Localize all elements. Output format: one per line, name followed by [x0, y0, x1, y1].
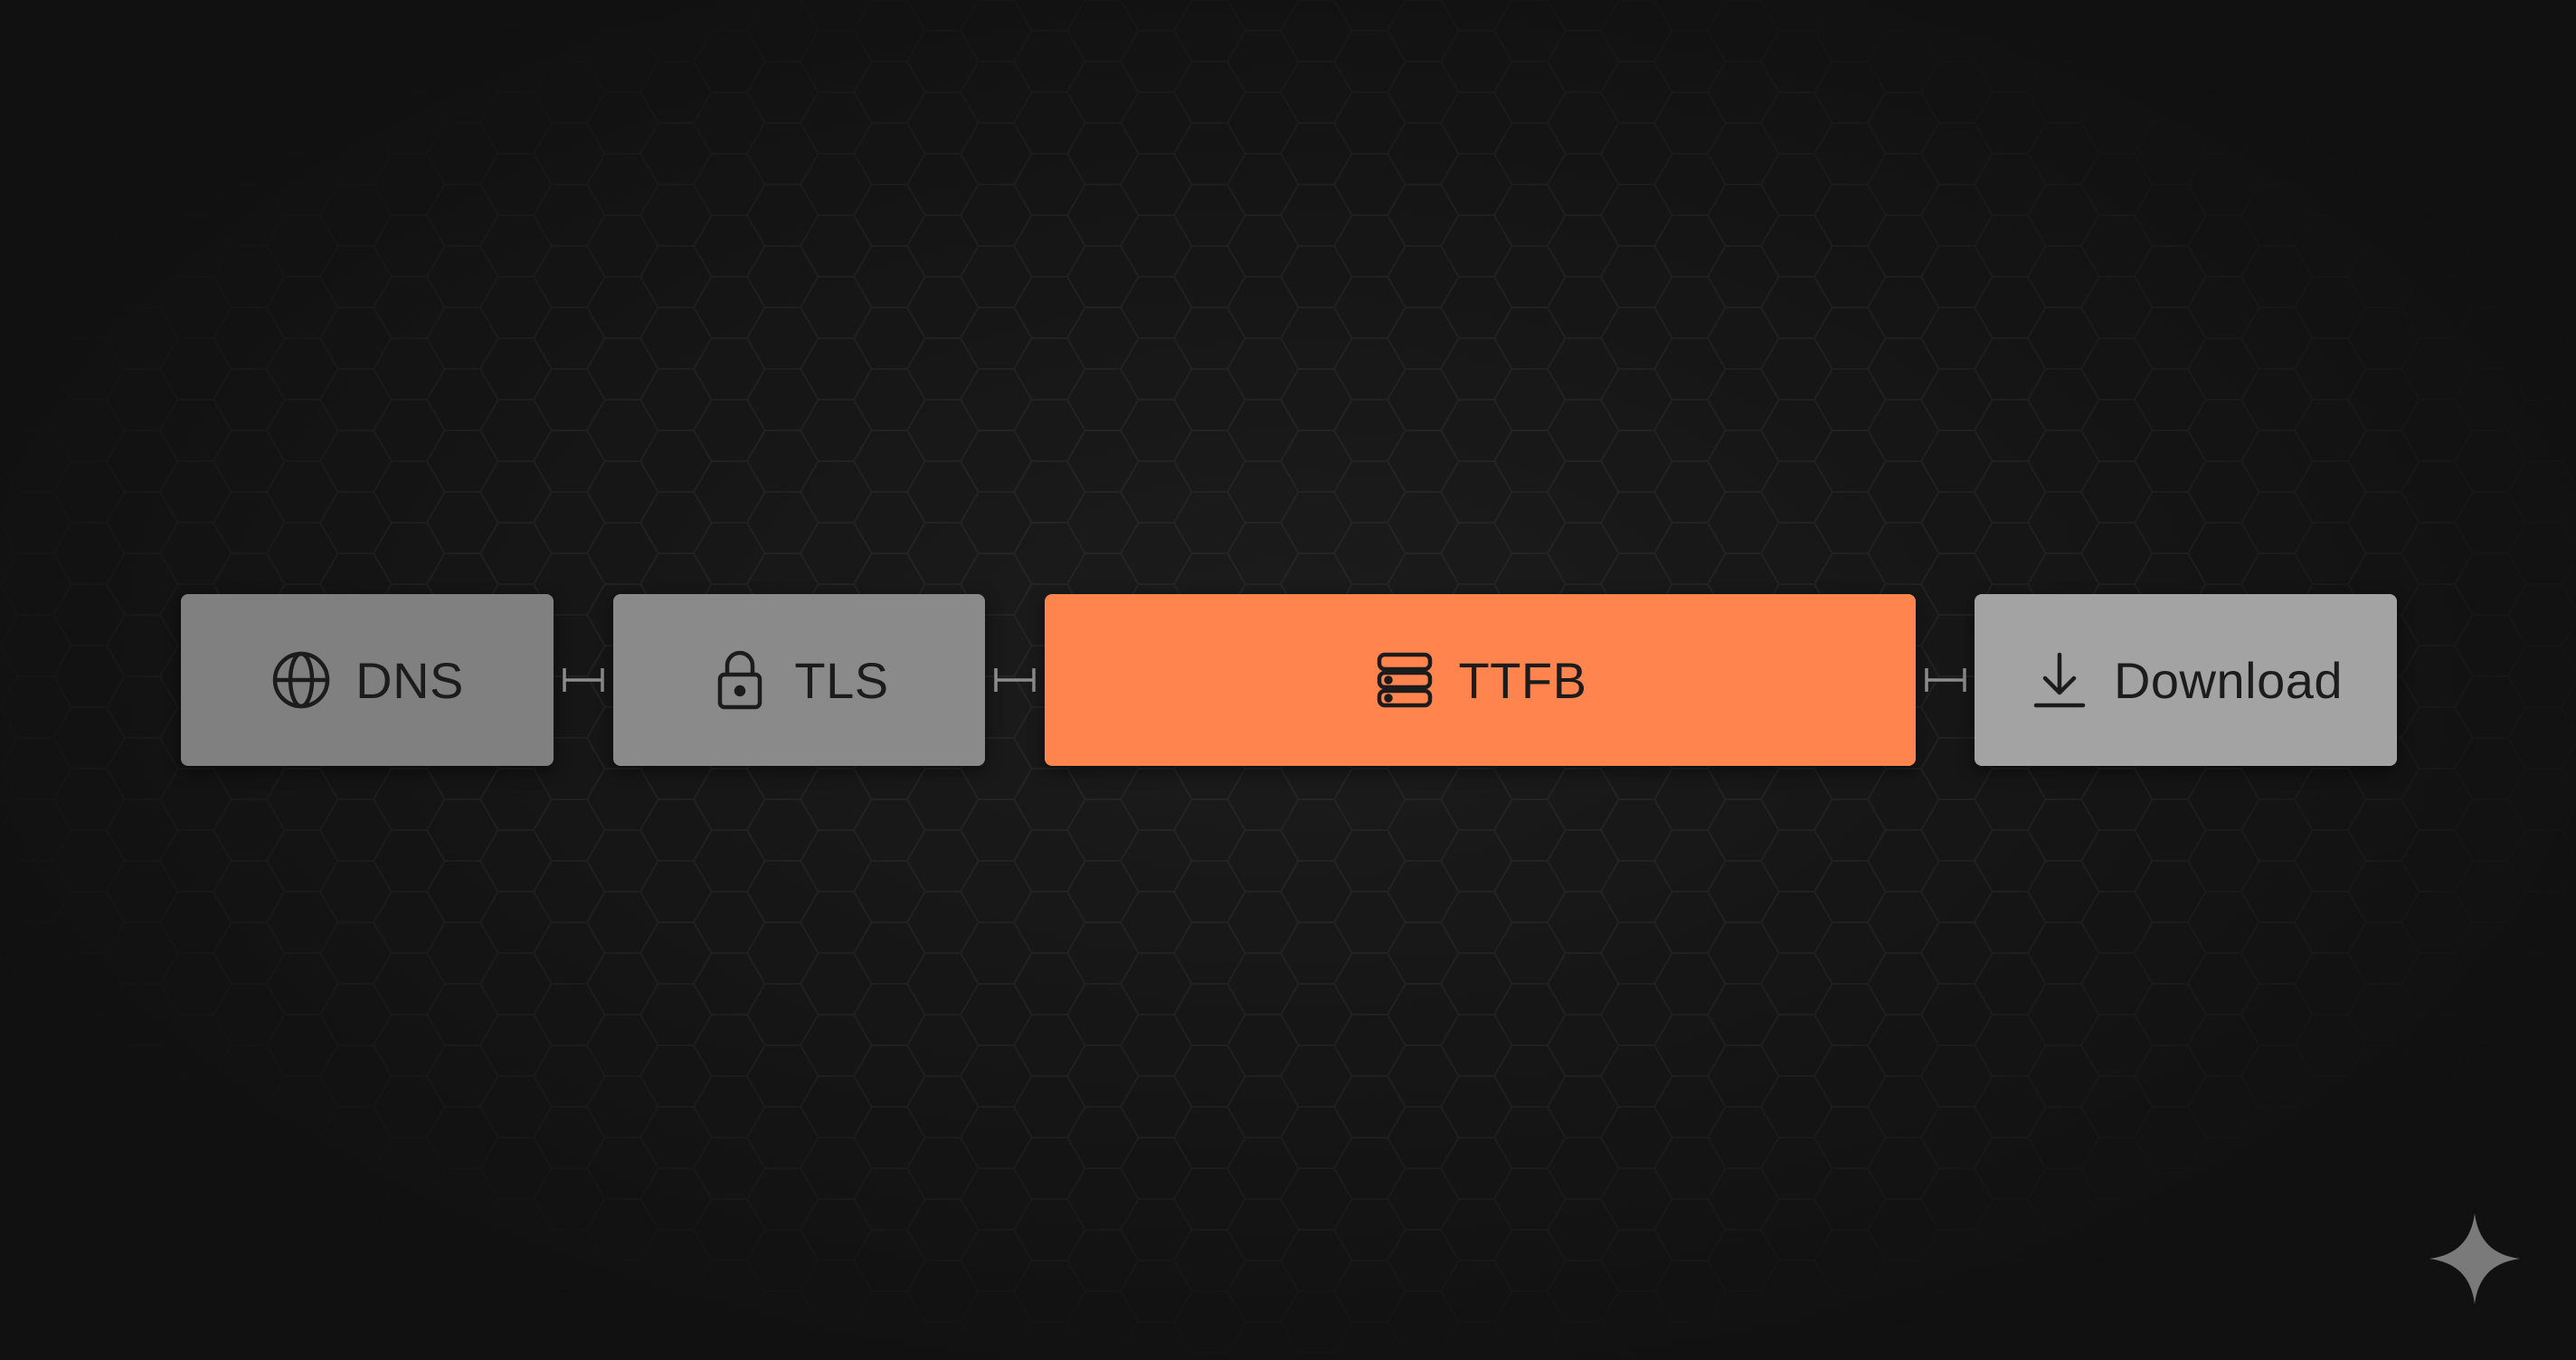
server-icon	[1374, 649, 1435, 711]
stage-ttfb-label: TTFB	[1458, 651, 1587, 709]
stage-download-label: Download	[2113, 651, 2344, 709]
download-icon	[2029, 649, 2090, 711]
connector-dns-tls	[563, 668, 604, 692]
lock-icon	[709, 649, 771, 711]
stage-dns-label: DNS	[355, 651, 464, 709]
globe-icon	[270, 649, 332, 711]
connector-tls-ttfb	[994, 668, 1036, 692]
stage-ttfb: TTFB	[1045, 594, 1916, 766]
stage-tls: TLS	[613, 594, 985, 766]
stage-tls-label: TLS	[794, 651, 889, 709]
connector-ttfb-download	[1925, 668, 1966, 692]
stage-download: Download	[1975, 594, 2397, 766]
stage-dns: DNS	[181, 594, 554, 766]
sparkle-icon	[2429, 1214, 2520, 1304]
